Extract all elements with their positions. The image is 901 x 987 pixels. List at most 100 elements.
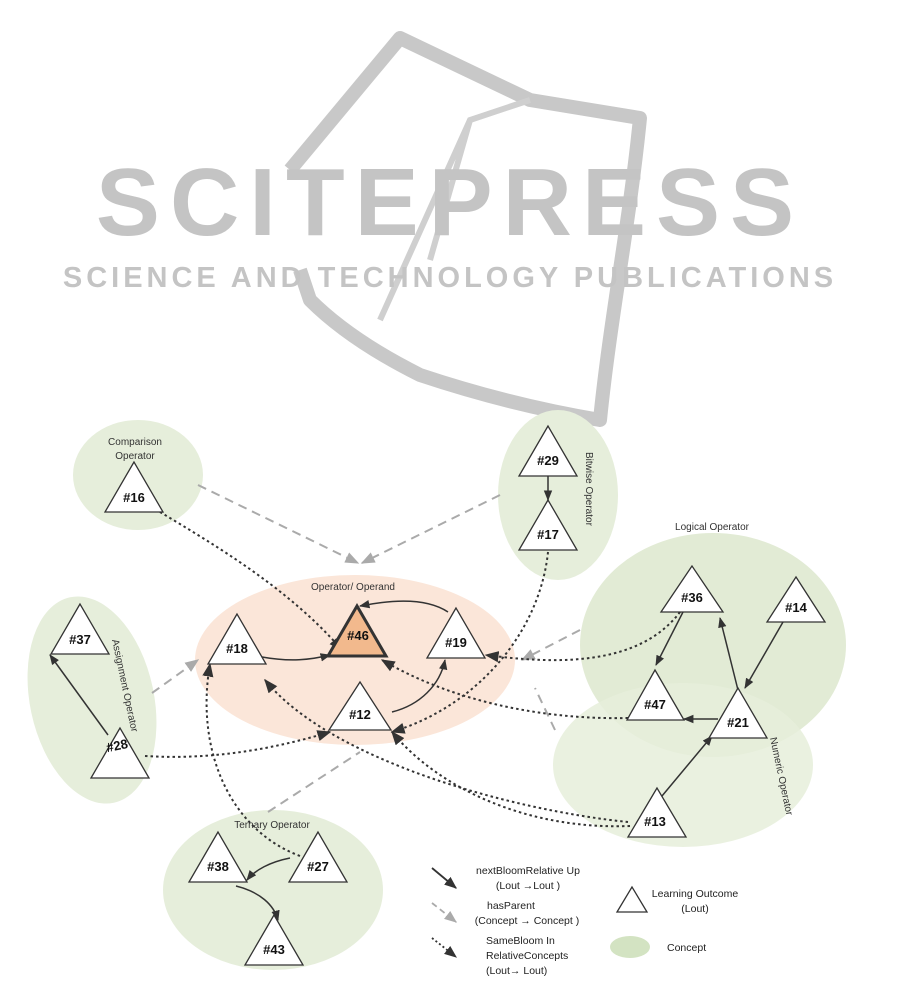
node-38[interactable]: #38: [187, 830, 249, 883]
node-47-label: #47: [644, 697, 666, 712]
legend-concept-label: Concept: [667, 942, 706, 954]
node-37[interactable]: #37: [49, 602, 111, 655]
edge-12-to-19: [391, 658, 448, 713]
legend-same-bloom-line1: SameBloom In: [486, 935, 555, 947]
node-36-label: #36: [681, 590, 703, 605]
node-14[interactable]: #14: [765, 575, 827, 623]
edge-14-to-21: [744, 621, 784, 689]
edge-13-to-21: [661, 735, 713, 797]
node-37-label: #37: [69, 632, 91, 647]
legend-same-bloom-arrow: [431, 937, 457, 958]
edge-16-to-46: [159, 511, 343, 652]
node-38-triangle: [187, 830, 249, 883]
edge-38-to-43: [235, 885, 280, 922]
edge-27-to-18: [202, 662, 301, 857]
concept-bitwise-ellipse: [498, 410, 618, 580]
legend-next-bloom-arrow: [431, 867, 457, 889]
edge-27-to-38: [246, 857, 291, 881]
legend-has-parent-arrow: [431, 902, 457, 923]
node-27[interactable]: #27: [287, 830, 349, 883]
legend-next-bloom-line1: nextBloomRelative Up: [476, 865, 580, 877]
watermark-page-shape: [377, 97, 531, 322]
node-47-triangle: [625, 668, 686, 721]
concept-assignment-ellipse: [27, 596, 157, 804]
node-28-triangle: [89, 726, 151, 779]
concept-operand-label: Operator/ Operand: [311, 582, 395, 593]
node-36-triangle: [659, 564, 725, 613]
watermark: SCITEPRESS SCIENCE AND TECHNOLOGY PUBLIC…: [63, 31, 833, 427]
node-19-label: #19: [445, 635, 467, 650]
node-27-triangle: [287, 830, 349, 883]
node-17-triangle: [517, 498, 579, 551]
node-16[interactable]: #16: [103, 460, 165, 513]
node-29-label: #29: [537, 453, 559, 468]
learning-outcome-nodes: #16 #29 #17 #36 #14 #46 #37 #18: [49, 424, 827, 966]
next-bloom-edges: [49, 476, 784, 922]
node-38-label: #38: [207, 859, 229, 874]
node-46-triangle: [325, 603, 389, 658]
concept-comparison-label-1: Comparison: [108, 437, 162, 448]
concept-ternary-label: Ternary Operator: [234, 820, 310, 831]
node-18-label: #18: [226, 641, 248, 656]
node-13-label: #13: [644, 814, 666, 829]
node-43[interactable]: #43: [243, 913, 305, 966]
node-17[interactable]: #17: [517, 498, 579, 551]
edge-numeric-to-operand: [534, 687, 556, 731]
node-16-label: #16: [123, 490, 145, 505]
legend-concept-swatch: [610, 936, 650, 958]
edge-28-to-37: [49, 654, 109, 736]
legend-has-parent-line1: hasParent: [487, 900, 535, 912]
node-16-triangle: [103, 460, 165, 513]
node-14-triangle: [765, 575, 827, 623]
edge-13-to-18: [264, 678, 629, 823]
edge-logical-to-operand: [520, 629, 581, 661]
node-43-triangle: [243, 913, 305, 966]
node-36[interactable]: #36: [659, 564, 725, 613]
edge-36-to-47: [655, 611, 684, 666]
concept-operand-ellipse: [195, 575, 515, 745]
node-29[interactable]: #29: [517, 424, 579, 477]
edge-47-to-46: [380, 659, 629, 720]
node-18-triangle: [206, 612, 268, 665]
legend-same-bloom-line3: (Lout→ Lout): [486, 965, 547, 977]
node-19-triangle: [425, 606, 487, 659]
node-43-label: #43: [263, 942, 285, 957]
edge-assignment-to-operand: [151, 659, 200, 694]
node-21-triangle: [707, 686, 769, 739]
has-parent-edges: [151, 484, 581, 813]
node-46-label: #46: [347, 628, 369, 643]
edge-18-to-46: [261, 653, 332, 662]
node-14-label: #14: [785, 600, 807, 615]
node-47[interactable]: #47: [625, 668, 686, 721]
node-12-label: #12: [349, 707, 371, 722]
legend-lout-line1: Learning Outcome: [652, 888, 739, 900]
same-bloom-edges: [144, 511, 681, 857]
edge-28-to-12: [144, 730, 332, 758]
edge-21-to-36: [718, 616, 739, 691]
legend-next-bloom-line2: (Lout →Lout ): [496, 880, 560, 892]
concept-bitwise-label: Bitwise Operator: [583, 452, 594, 527]
node-28[interactable]: #28: [89, 726, 151, 779]
edge-bitwise-to-operand: [360, 494, 501, 564]
legend: nextBloomRelative Up (Lout →Lout ) hasPa…: [431, 865, 739, 977]
node-21-label: #21: [727, 715, 749, 730]
legend-same-bloom-line2: RelativeConcepts: [486, 950, 568, 962]
node-46[interactable]: #46: [325, 603, 389, 658]
legend-lout-line2: (Lout): [681, 903, 708, 915]
node-18[interactable]: #18: [206, 612, 268, 665]
node-12-triangle: [327, 680, 393, 731]
node-28-label: #28: [105, 736, 129, 755]
node-13[interactable]: #13: [626, 786, 688, 838]
edge-36-to-19: [484, 611, 681, 663]
node-21[interactable]: #21: [707, 686, 769, 739]
legend-has-parent-line2: (Concept → Concept ): [475, 915, 579, 927]
concept-comparison-label-2: Operator: [115, 451, 155, 462]
node-37-triangle: [49, 602, 111, 655]
watermark-title: SCITEPRESS: [96, 149, 804, 256]
node-19[interactable]: #19: [425, 606, 487, 659]
node-12[interactable]: #12: [327, 680, 393, 731]
node-13-triangle: [626, 786, 688, 838]
node-29-triangle: [517, 424, 579, 477]
node-27-label: #27: [307, 859, 329, 874]
